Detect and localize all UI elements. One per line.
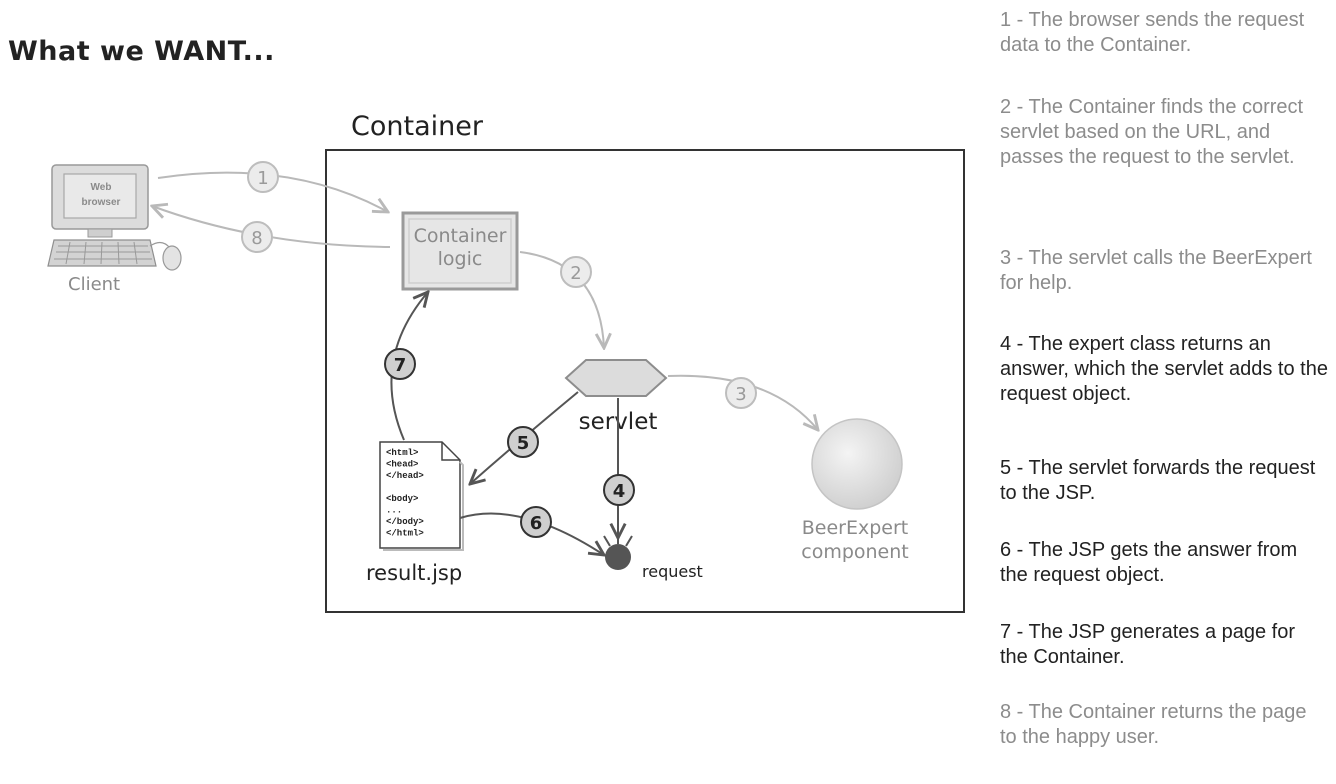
step-description: 8 - The Container returns the page to th… [1000,701,1307,748]
jsp-code-line: <body> [386,494,418,504]
container-logic-label: logic [438,248,483,270]
svg-text:1: 1 [257,168,268,189]
jsp-code-line: <html> [386,448,418,458]
request-label: request [642,562,703,581]
svg-text:7: 7 [394,355,407,376]
browser-label: browser [82,197,121,208]
jsp-code-line: ... [386,506,402,516]
beer-expert-label: component [801,541,909,563]
step-badge-7: 7 [384,348,416,380]
step-description: 6 - The JSP gets the answer from the req… [1000,539,1298,586]
container-title: Container [351,111,484,142]
step-badge-6: 6 [520,506,552,538]
arrow-step-1 [157,171,388,212]
svg-text:6: 6 [530,513,543,534]
beer-expert-label: BeerExpert [802,517,909,539]
svg-text:3: 3 [735,384,746,405]
step-badge-5: 5 [507,426,539,458]
step-badge-1: 1 [247,161,279,193]
step-description: 4 - The expert class returns an answer, … [1000,333,1328,405]
step-description: 5 - The servlet forwards the request to … [1000,457,1316,504]
beer-expert-sphere [811,418,903,510]
request-flow-diagram: Container Web browser Client Container l… [47,111,965,613]
container-logic-label: Container [414,225,507,247]
jsp-code-lines: <html> <head></head> <body>...</body> </htm… [386,448,424,539]
jsp-code-line: </head> [386,471,424,481]
step-badge-3: 3 [725,377,757,409]
svg-text:4: 4 [613,481,626,502]
servlet-hexagon [564,359,668,397]
svg-text:2: 2 [570,263,581,284]
step-description: 7 - The JSP generates a page for the Con… [1000,621,1296,668]
jsp-code-line: <head> [386,460,418,470]
page-heading: What we WANT... [8,36,275,67]
result-jsp-label: result.jsp [366,561,462,585]
arrow-step-3 [667,374,818,430]
client-label: Client [68,274,120,295]
step-badge-4: 4 [603,474,635,506]
step-badge-8: 8 [241,221,273,253]
jsp-code-line: </body> [386,517,424,527]
svg-text:5: 5 [517,433,530,454]
step-description: 2 - The Container finds the correct serv… [1000,96,1304,168]
step-description: 1 - The browser sends the request data t… [1000,9,1305,56]
step-badge-2: 2 [560,256,592,288]
container-box [325,149,965,613]
step-description: 3 - The servlet calls the BeerExpert for… [1000,247,1312,294]
container-logic-box [401,211,519,291]
browser-label: Web [91,182,112,193]
client-computer-icon [47,164,182,271]
jsp-code-line: </html> [386,529,424,539]
svg-text:8: 8 [251,228,262,249]
jsp-document-icon [379,441,464,551]
